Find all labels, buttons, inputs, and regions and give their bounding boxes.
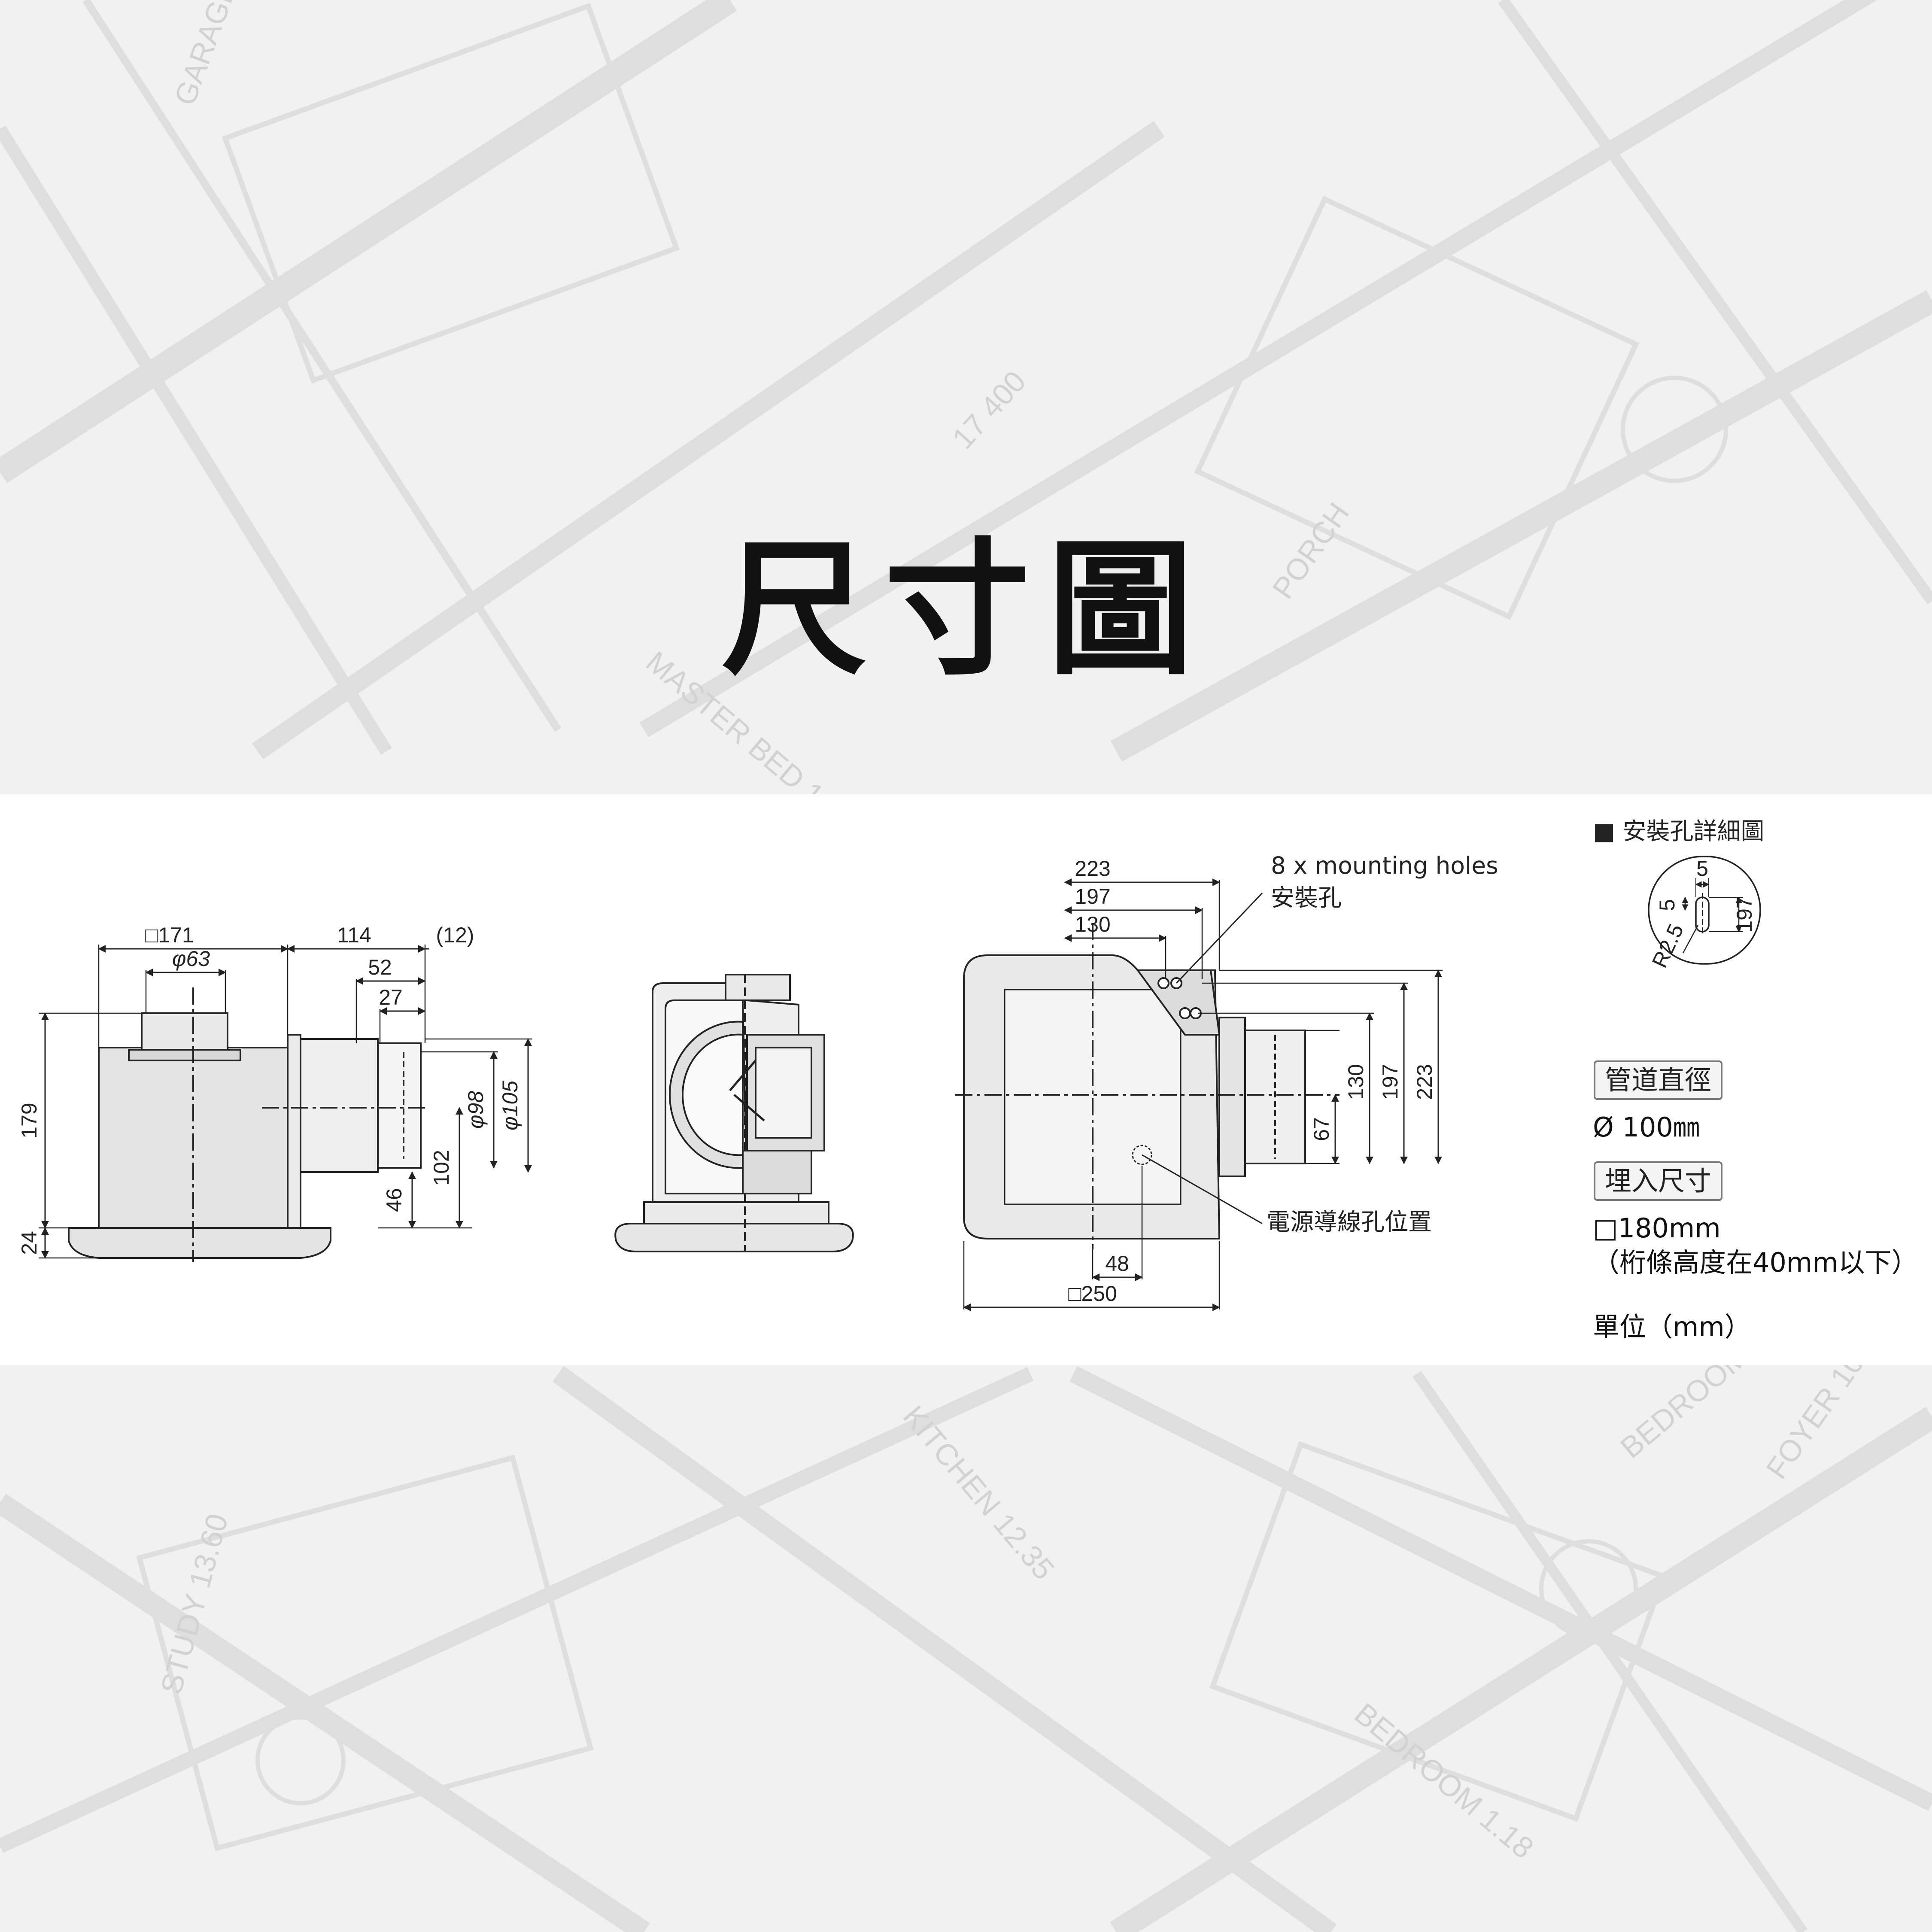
top-view [955,878,1443,1311]
mounting-holes-label-zh: 安裝孔 [1271,884,1342,911]
dim-v223: 223 [1413,1064,1437,1100]
dim-130: 130 [1075,912,1110,936]
duct-diameter-value: Ø 100㎜ [1593,1112,1700,1143]
dim-duct-center: 102 [429,1150,453,1185]
side-view-dims: □171 114 (12) 52 27 φ63 179 24 46 102 φ9… [17,923,522,1255]
dim-top-outlet: φ63 [172,947,210,971]
cutaway-view [614,974,854,1252]
embed-size-note: （桁條高度在40mm以下） [1593,1247,1918,1278]
dim-duct-d2: φ105 [498,1081,522,1130]
detail-dim-h: 5 [1655,899,1679,911]
bg-label: 17 400 [946,365,1032,455]
detail-dim-w: 5 [1696,857,1708,881]
page-title: 尺寸圖 [721,524,1211,695]
dim-flange: 24 [17,1231,41,1255]
mounting-holes-label-en: 8 x mounting holes [1271,852,1498,879]
power-hole-label: 電源導線孔位置 [1267,1208,1432,1236]
dim-width: □171 [145,923,194,947]
dimension-drawing: □171 114 (12) 52 27 φ63 179 24 46 102 φ9… [17,817,1764,1311]
embed-size-label: 埋入尺寸 [1594,1161,1723,1201]
dim-depth-paren: (12) [436,923,474,947]
dim-duct-d1: φ98 [464,1091,488,1129]
dim-223: 223 [1075,857,1110,881]
dim-bottom-offset: 46 [382,1188,406,1212]
dim-v130: 130 [1344,1064,1368,1100]
detail-dim-r: R2.5 [1647,920,1688,971]
mounting-hole-detail: ■ 安裝孔詳細圖 5 5 197 R2.5 [1593,817,1764,972]
embed-size-value: □180mm [1593,1212,1721,1244]
dim-depth: 114 [337,923,371,947]
dim-duct-inner: 27 [379,985,403,1009]
bg-label: GARAGE 34.2 [168,0,266,109]
dim-height: 179 [17,1103,41,1138]
top-view-dims: 223 197 130 48 □250 130 197 223 67 8 x m… [1068,852,1498,1306]
duct-diameter-label: 管道直徑 [1594,1060,1723,1100]
dim-v67: 67 [1309,1117,1334,1141]
dim-48: 48 [1105,1252,1129,1276]
dim-size: □250 [1068,1282,1117,1306]
dim-duct-offset: 52 [368,955,392,979]
detail-dim-v: 197 [1732,896,1756,932]
detail-header: ■ 安裝孔詳細圖 [1593,817,1764,845]
dimension-panel: □171 114 (12) 52 27 φ63 179 24 46 102 φ9… [0,794,1932,1365]
side-view [39,945,532,1262]
dim-v197: 197 [1378,1064,1402,1100]
bg-label: KITCHEN 12.35 [897,1400,1061,1586]
dim-197: 197 [1075,884,1110,908]
unit-label: 單位（mm） [1593,1311,1751,1343]
